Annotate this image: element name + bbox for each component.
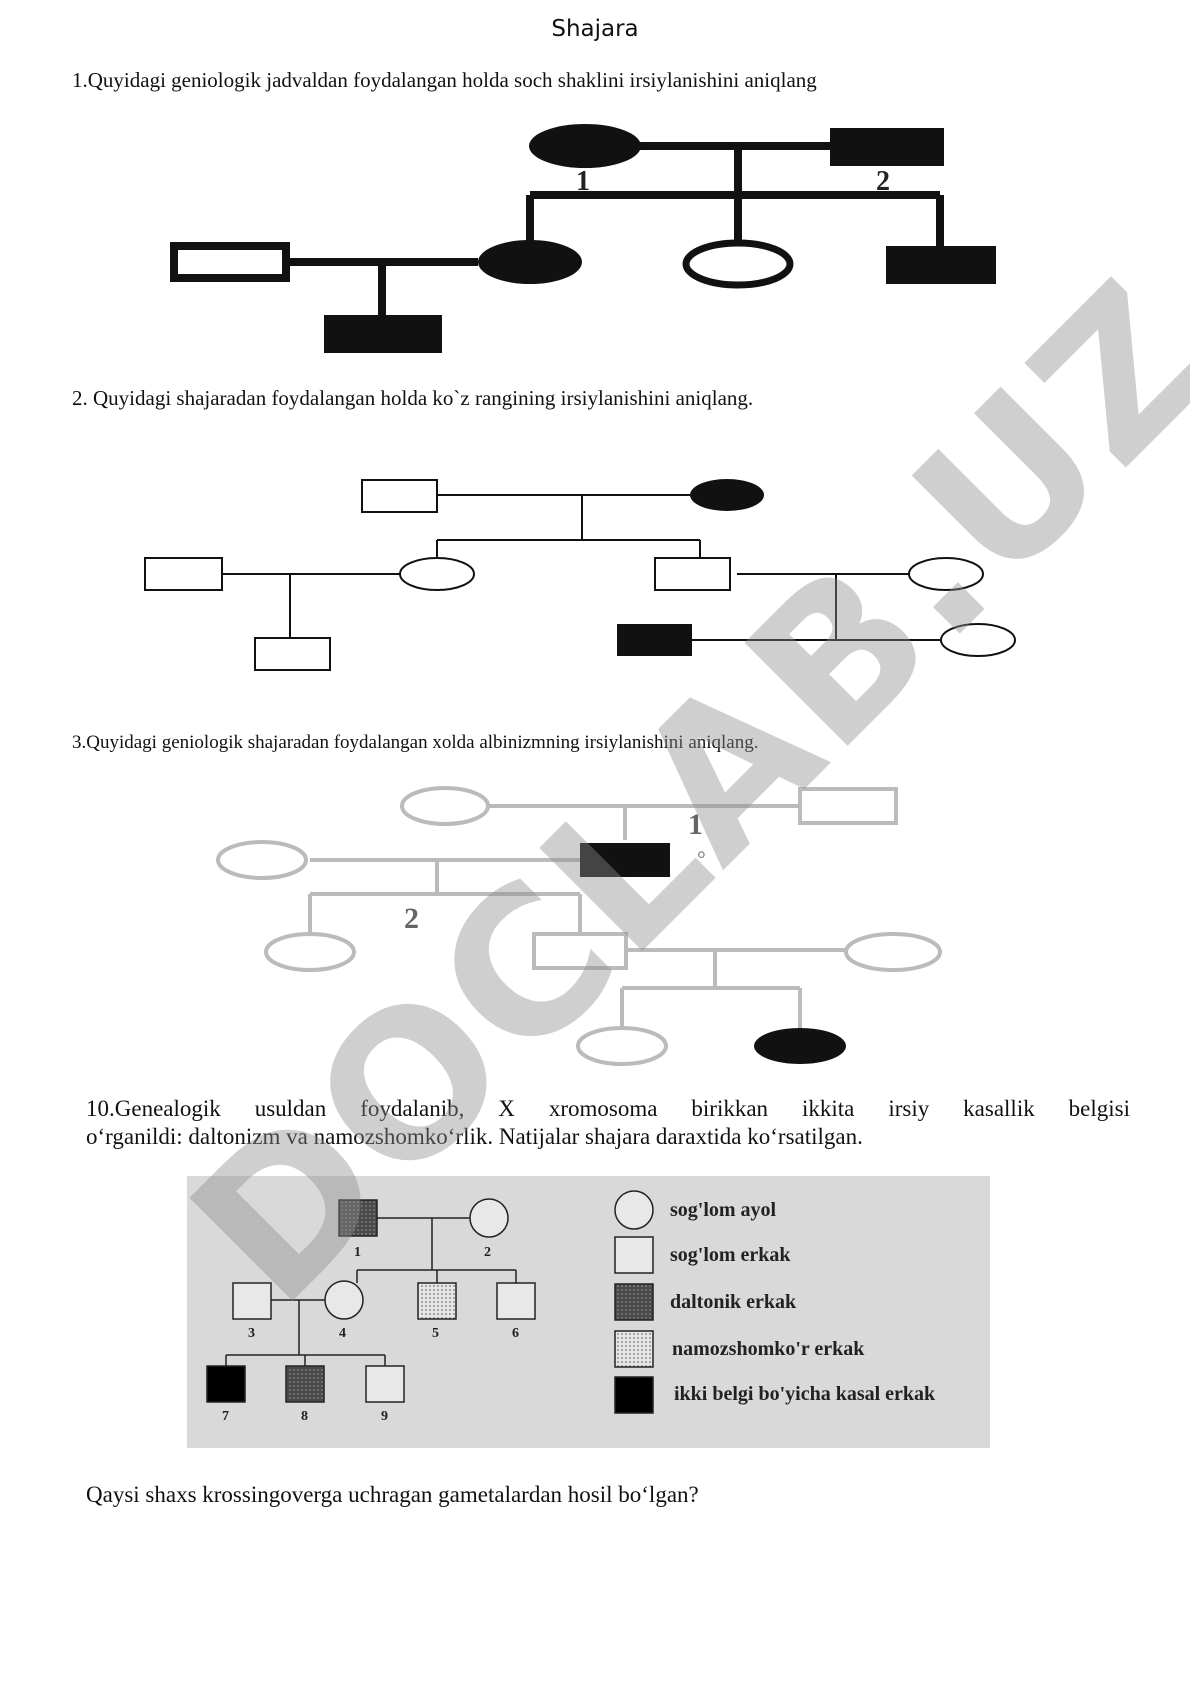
- p2-female-top-affected: [690, 479, 764, 511]
- p10-person-5-namozshomkor: [417, 1282, 457, 1320]
- p1-female-1-affected: [529, 124, 641, 168]
- p1-male-affected-right: [886, 246, 996, 284]
- p3-male-top: [798, 787, 898, 825]
- p10-person-4-female: [324, 1280, 364, 1320]
- p3-female-child: [264, 932, 356, 972]
- p10-label-2: 2: [484, 1245, 491, 1260]
- page-title: Shajara: [551, 16, 639, 42]
- p10-person-1-daltonik: [338, 1199, 378, 1237]
- p1-female-unaffected: [682, 239, 794, 289]
- legend-label-namozshomkor: namozshomko'r erkak: [672, 1338, 865, 1360]
- p3-label-mark: °: [697, 846, 706, 871]
- p10-person-8-daltonik: [285, 1365, 325, 1403]
- p10-label-6: 6: [512, 1326, 519, 1341]
- p1-male-2-affected: [830, 128, 944, 166]
- p10-person-7-both: [206, 1365, 246, 1403]
- legend-daltonik-icon: [614, 1283, 654, 1321]
- p2-female-spouse: [908, 557, 984, 591]
- legend-label-male-healthy: sog'lom erkak: [670, 1244, 791, 1266]
- p2-male-grandchild: [254, 637, 331, 671]
- p10-label-8: 8: [301, 1409, 308, 1424]
- final-question: Qaysi shaxs krossingoverga uchragan game…: [86, 1482, 699, 1507]
- p2-male-son: [654, 557, 731, 591]
- p3-female-spouse: [844, 932, 942, 972]
- question-3: 3.Quyidagi geniologik shajaradan foydala…: [72, 732, 759, 753]
- p10-label-9: 9: [381, 1409, 388, 1424]
- legend-female-healthy-icon: [614, 1190, 654, 1230]
- p1-male-unaffected: [170, 242, 290, 282]
- p3-label-1: 1: [688, 808, 703, 841]
- pedigree-10-panel: [187, 1176, 990, 1448]
- p1-label-1: 1: [576, 166, 590, 197]
- p2-male-top: [361, 479, 438, 513]
- p2-female-daughter: [399, 557, 475, 591]
- question-1: 1.Quyidagi geniologik jadvaldan foydalan…: [72, 68, 817, 92]
- legend-both-icon: [614, 1376, 654, 1414]
- p1-label-2: 2: [876, 166, 890, 197]
- p1-female-affected: [478, 240, 582, 284]
- p10-label-1: 1: [354, 1245, 361, 1260]
- p2-male-grandchild-affected: [617, 624, 692, 656]
- p3-female-grandchild: [576, 1026, 668, 1066]
- p3-male-affected: [580, 843, 670, 877]
- p10-label-4: 4: [339, 1326, 346, 1341]
- p1-male-affected-child: [324, 315, 442, 353]
- p2-female-grandchild: [940, 623, 1016, 657]
- legend-label-daltonik: daltonik erkak: [670, 1291, 797, 1313]
- p10-person-3-male: [232, 1282, 272, 1320]
- p10-label-7: 7: [222, 1409, 229, 1424]
- p3-female-left: [216, 840, 308, 880]
- p3-label-2: 2: [404, 902, 419, 935]
- legend-label-both: ikki belgi bo'yicha kasal erkak: [674, 1383, 936, 1405]
- p2-male-left: [144, 557, 223, 591]
- p10-person-6-male: [496, 1282, 536, 1320]
- p10-label-5: 5: [432, 1326, 439, 1341]
- legend-label-female-healthy: sog'lom ayol: [670, 1199, 777, 1221]
- p10-person-9-male: [365, 1365, 405, 1403]
- p3-female-top: [400, 786, 490, 826]
- legend-male-healthy-icon: [614, 1236, 654, 1274]
- question-2: 2. Quyidagi shajaradan foydalangan holda…: [72, 386, 754, 410]
- question-10-line-2: o‘rganildi: daltonizm va namozshomko‘rli…: [86, 1124, 863, 1149]
- p10-person-2-female: [469, 1198, 509, 1238]
- p3-female-grandchild-affected: [754, 1028, 846, 1064]
- legend-namozshomkor-icon: [614, 1330, 654, 1368]
- p3-male-child: [532, 932, 628, 970]
- p10-label-3: 3: [248, 1326, 255, 1341]
- question-10-line-1: 10.Genealogik usuldan foydalanib, X xrom…: [86, 1096, 1130, 1121]
